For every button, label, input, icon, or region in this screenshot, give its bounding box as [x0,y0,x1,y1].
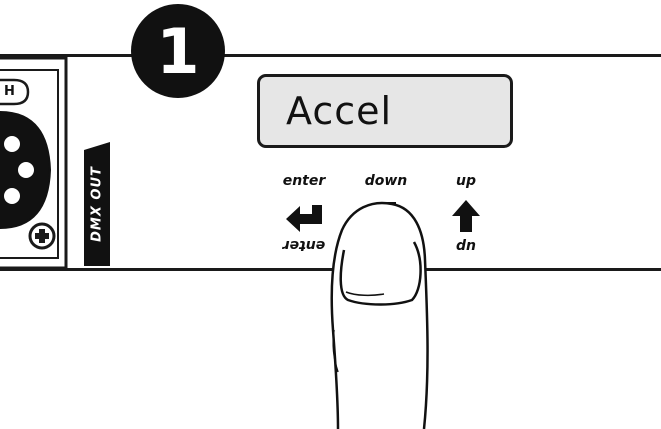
xlr-connector-icon [0,111,52,229]
up-button-label: up [456,173,476,189]
step-number-badge: 1 [131,4,225,98]
panel-bottom-edge [0,268,661,271]
screw-icon [28,222,56,250]
lcd-display: Accel [257,74,513,148]
lcd-display-text: Accel [286,89,393,133]
panel-top-edge [0,54,661,57]
finger-icon [330,201,429,429]
connector-partial-label: H [4,84,15,99]
enter-button-label: enter [282,173,326,189]
dn-button-label: dn [456,238,476,254]
enter-arrow-icon[interactable] [286,205,322,232]
up-arrow-icon[interactable] [452,200,480,232]
down-button-label: down [364,173,408,189]
